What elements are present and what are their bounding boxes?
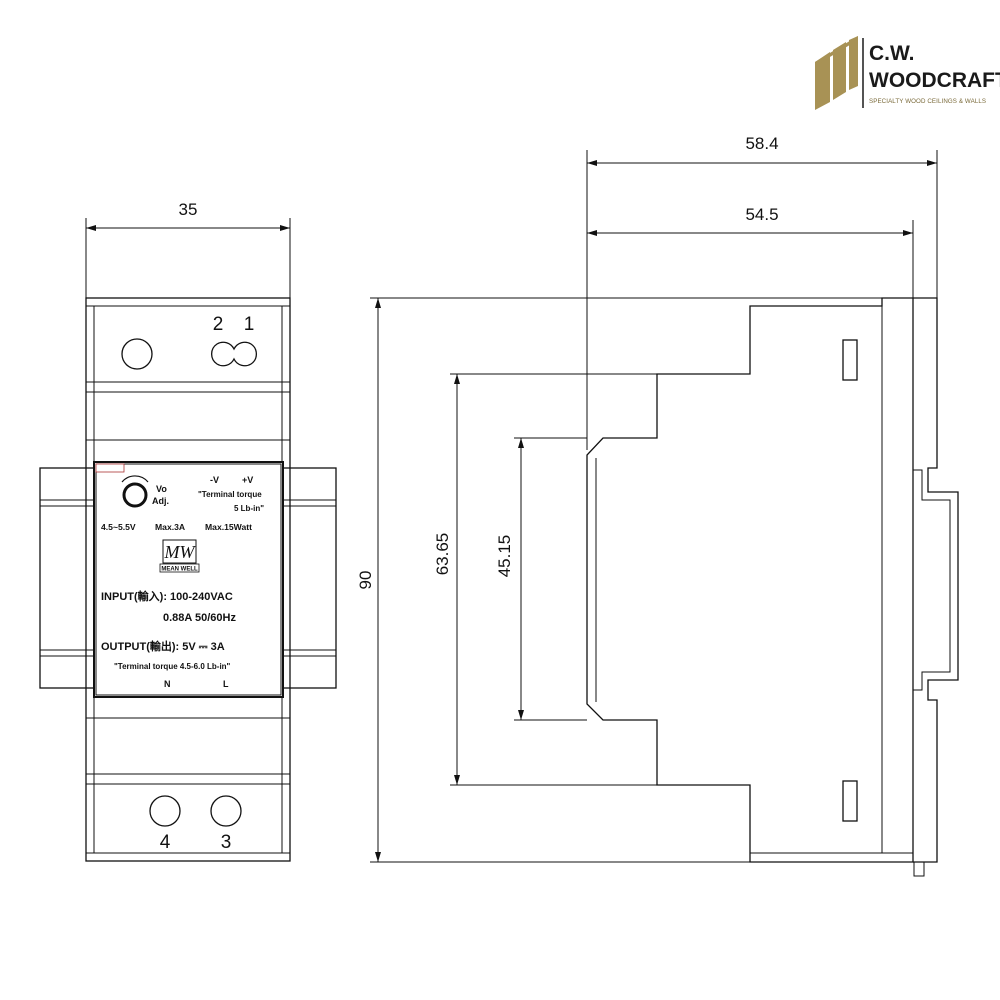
dim-side-depth-body: 54.5 <box>587 205 913 236</box>
dim-height: 90 <box>356 297 913 863</box>
input-line2: 0.88A 50/60Hz <box>163 612 236 624</box>
adj-label: Adj. <box>152 496 169 506</box>
dim-side-depth-body-label: 54.5 <box>745 205 778 224</box>
terminal-hole <box>121 338 153 370</box>
torque-line1: "Terminal torque <box>198 490 262 499</box>
vo-label: Vo <box>156 484 167 494</box>
brand-name: MEAN WELL <box>161 567 198 573</box>
terminal-slot <box>211 341 257 367</box>
logo-line1: C.W. <box>869 42 915 65</box>
dim-side-depth-total: 58.4 <box>587 134 937 166</box>
terminal-label-1: 1 <box>244 314 255 335</box>
company-logo: C.W. WOODCRAFT SPECIALTY WOOD CEILINGS &… <box>815 36 1000 110</box>
dim-side-depth-total-label: 58.4 <box>745 134 778 153</box>
meanwell-logo: MW MEAN WELL <box>159 539 200 573</box>
output-line: OUTPUT(輸出): 5V ⎓ 3A <box>101 639 225 653</box>
housing-front <box>85 297 291 862</box>
dim-step-inner: 45.15 <box>495 437 587 721</box>
terminal-hole <box>149 795 181 827</box>
vo-adjust-knob <box>122 482 148 508</box>
front-view: 35 2 1 4 <box>39 200 337 862</box>
logo-tagline: SPECIALTY WOOD CEILINGS & WALLS <box>869 98 986 105</box>
terminal-label-2: 2 <box>213 314 224 335</box>
brand-mark: MW <box>164 542 197 562</box>
top-terminal-block: 2 1 <box>121 314 257 370</box>
n-label: N <box>164 679 171 689</box>
side-view: 58.4 54.5 90 63.65 <box>356 134 959 877</box>
dim-step-inner-label: 45.15 <box>495 535 514 578</box>
terminal-label-3: 3 <box>221 832 232 853</box>
torque-line2: 5 Lb-in" <box>234 504 264 513</box>
terminal-hole <box>210 795 242 827</box>
vent-slot <box>842 339 858 381</box>
output-torque: "Terminal torque 4.5-6.0 Lb-in" <box>114 662 231 671</box>
spec-power: Max.15Watt <box>205 522 252 532</box>
dim-front-width: 35 <box>85 200 291 300</box>
dim-height-label: 90 <box>356 571 375 590</box>
spec-current: Max.3A <box>155 522 185 532</box>
dim-step-outer: 63.65 <box>433 373 657 786</box>
din-clip <box>913 297 959 863</box>
logo-mark <box>815 36 858 110</box>
pos-v-label: +V <box>242 475 253 485</box>
product-label: Vo Adj. -V +V "Terminal torque 5 Lb-in" … <box>93 461 284 698</box>
bottom-terminal-block: 4 3 <box>149 795 242 853</box>
housing-side-profile <box>586 297 914 863</box>
input-line1: INPUT(輸入): 100-240VAC <box>101 589 233 603</box>
logo-line2: WOODCRAFT <box>869 69 1000 92</box>
l-label: L <box>223 679 229 689</box>
neg-v-label: -V <box>210 475 219 485</box>
dim-step-outer-label: 63.65 <box>433 533 452 576</box>
spec-range: 4.5~5.5V <box>101 522 136 532</box>
terminal-label-4: 4 <box>160 832 171 853</box>
vent-slot <box>842 780 858 822</box>
dim-front-width-label: 35 <box>179 200 198 219</box>
